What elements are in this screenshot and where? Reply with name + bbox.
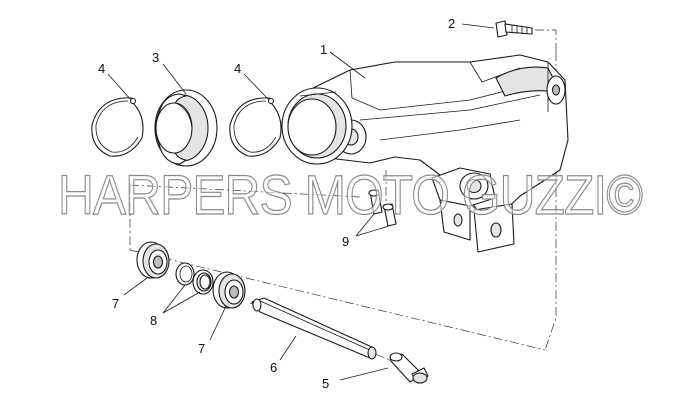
callout-labels: 1 2 3 4 4 5 6 7 7 8 9 bbox=[98, 16, 455, 391]
callout-3: 3 bbox=[152, 50, 159, 65]
bolt bbox=[495, 20, 533, 38]
callout-4-right: 4 bbox=[234, 61, 241, 76]
spindle-shaft bbox=[251, 297, 377, 360]
watermark-text: HARPERS MOTO GUZZI© bbox=[58, 163, 643, 226]
callout-2: 2 bbox=[448, 16, 455, 31]
leader-lines bbox=[107, 23, 495, 381]
circlip-right bbox=[229, 97, 282, 157]
callout-4-left: 4 bbox=[98, 61, 105, 76]
screws bbox=[368, 189, 397, 227]
callout-6: 6 bbox=[270, 360, 277, 375]
bush bbox=[389, 352, 429, 384]
callout-7-left: 7 bbox=[112, 296, 119, 311]
circlip-left bbox=[91, 97, 144, 157]
swingarm-housing bbox=[281, 54, 569, 253]
seal-housing bbox=[154, 89, 218, 167]
spacer-ring-2 bbox=[192, 269, 214, 295]
bearing-left bbox=[136, 241, 170, 279]
callout-9: 9 bbox=[342, 234, 349, 249]
bearing-right bbox=[212, 271, 246, 309]
callout-1: 1 bbox=[320, 42, 327, 57]
callout-8: 8 bbox=[150, 313, 157, 328]
spacer-ring-1 bbox=[175, 262, 195, 286]
callout-7-right: 7 bbox=[198, 341, 205, 356]
callout-5: 5 bbox=[322, 376, 329, 391]
